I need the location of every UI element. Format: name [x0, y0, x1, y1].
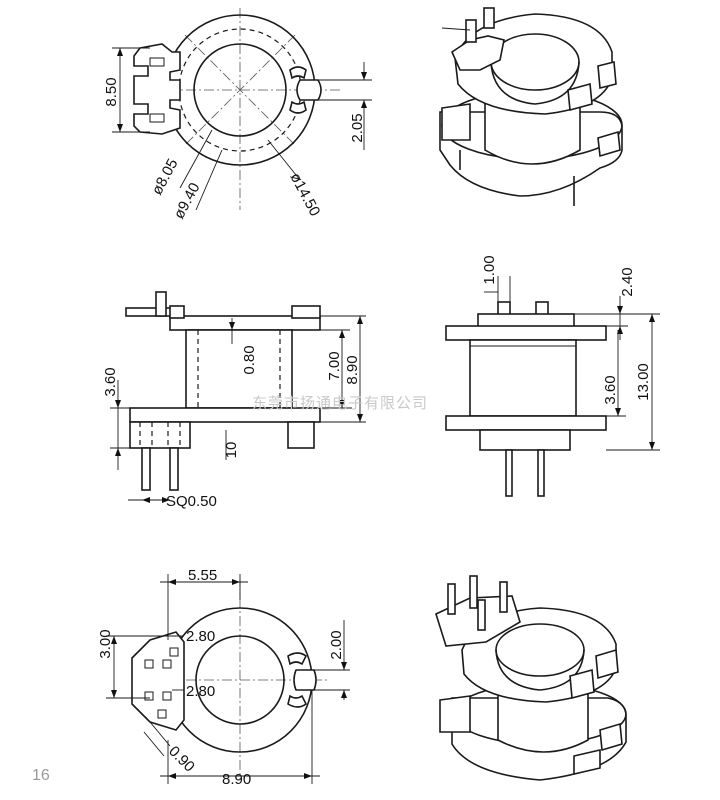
- dim-7-00: 7.00: [326, 351, 343, 380]
- dim-3-00: 3.00: [97, 629, 114, 658]
- dim-10: 10: [223, 442, 240, 459]
- dim-dia-9-40: ø9.40: [171, 180, 204, 222]
- bottom-view: 5.55 3.00 2.80 2.80 2.00 0.90 8.90: [97, 567, 350, 788]
- top-view: 8.50 2.05 ø8.05 ø9.40 ø14.50: [103, 8, 372, 222]
- dim-1-00: 1.00: [481, 255, 498, 284]
- iso-view-bottom: [435, 575, 627, 781]
- side-view: 3.60 0.80 7.00 8.90 10 SQ0.50: [102, 291, 366, 510]
- dim-8-90: 8.90: [344, 355, 361, 384]
- watermark: 东莞市扬通电子有限公司: [252, 394, 428, 412]
- dim-2-00: 2.00: [328, 630, 345, 659]
- iso-view-top: [439, 7, 623, 206]
- dim-3-60-front: 3.60: [602, 375, 619, 404]
- dim-dia-8-05: ø8.05: [149, 156, 182, 198]
- dim-2-40: 2.40: [619, 267, 636, 296]
- dim-3-60: 3.60: [102, 367, 119, 396]
- dim-13-00: 13.00: [635, 363, 652, 401]
- dim-sq-0-50: SQ0.50: [166, 493, 217, 510]
- dim-2-80-b: 2.80: [186, 683, 215, 700]
- dim-2-05: 2.05: [349, 113, 366, 142]
- page-number: 16: [32, 767, 50, 784]
- dim-8-90-bottom: 8.90: [222, 771, 251, 788]
- dim-8-50: 8.50: [103, 77, 120, 106]
- dim-2-80-a: 2.80: [186, 628, 215, 645]
- dim-0-80: 0.80: [241, 345, 258, 374]
- dim-0-90: 0.90: [165, 743, 198, 776]
- dim-5-55: 5.55: [188, 567, 217, 584]
- front-view: 1.00 2.40 13.00 3.60: [445, 255, 660, 497]
- dim-dia-14-50: ø14.50: [286, 170, 323, 219]
